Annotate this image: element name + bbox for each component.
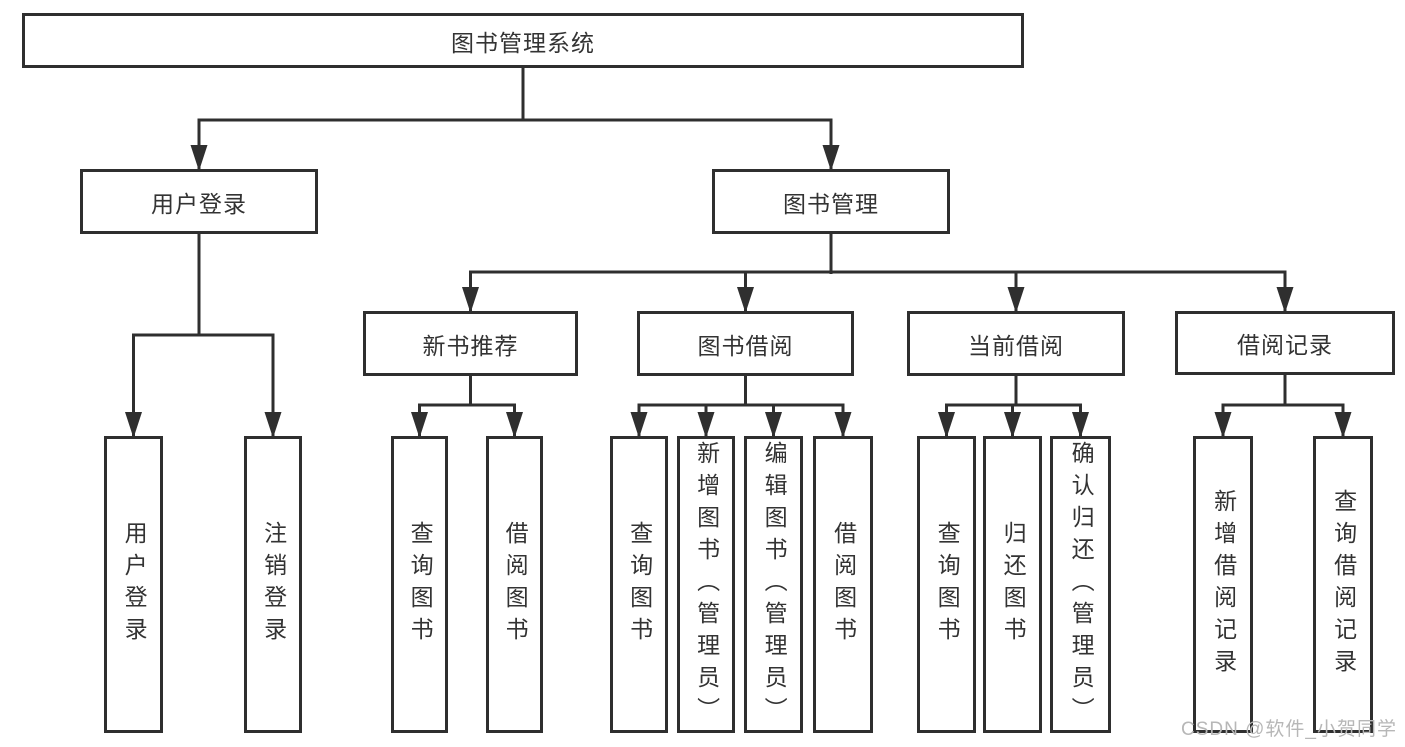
node-label: 查询图书 bbox=[407, 520, 434, 649]
node-label: 查询图书 bbox=[626, 520, 653, 649]
node-label: 新增借阅记录 bbox=[1210, 488, 1237, 681]
node-label: 新增图书（管理员） bbox=[693, 440, 720, 729]
node-label: 编辑图书（管理员） bbox=[761, 440, 788, 729]
node-label: 借阅图书 bbox=[830, 520, 857, 649]
node-new-book-recommendation: 新书推荐 bbox=[363, 311, 578, 376]
node-query-books-current: 查询图书 bbox=[917, 436, 976, 733]
node-label: 确认归还（管理员） bbox=[1068, 440, 1095, 729]
node-edit-books-admin: 编辑图书（管理员） bbox=[744, 436, 803, 733]
watermark-text: CSDN @软件_小贺同学 bbox=[1181, 719, 1397, 740]
node-return-books: 归还图书 bbox=[983, 436, 1042, 733]
node-user-login: 用户登录 bbox=[80, 169, 318, 234]
node-add-borrow-record: 新增借阅记录 bbox=[1193, 436, 1253, 733]
node-borrow-books-leaf: 借阅图书 bbox=[813, 436, 873, 733]
node-query-books-recommend: 查询图书 bbox=[391, 436, 448, 733]
node-label: 查询借阅记录 bbox=[1330, 488, 1357, 681]
node-label: 用户登录 bbox=[121, 520, 148, 649]
node-confirm-return-admin: 确认归还（管理员） bbox=[1050, 436, 1111, 733]
node-query-borrow-record: 查询借阅记录 bbox=[1313, 436, 1373, 733]
node-borrowing-records: 借阅记录 bbox=[1175, 311, 1395, 375]
node-user-login-leaf: 用户登录 bbox=[104, 436, 163, 733]
node-current-borrowing: 当前借阅 bbox=[907, 311, 1125, 376]
node-label: 借阅图书 bbox=[502, 520, 529, 649]
node-library-management-system: 图书管理系统 bbox=[22, 13, 1024, 68]
node-label: 注销登录 bbox=[260, 520, 287, 649]
node-label: 查询图书 bbox=[934, 520, 961, 649]
node-add-books-admin: 新增图书（管理员） bbox=[677, 436, 735, 733]
node-query-books-borrowing: 查询图书 bbox=[610, 436, 668, 733]
node-book-borrowing: 图书借阅 bbox=[637, 311, 854, 376]
node-label: 归还图书 bbox=[1000, 520, 1027, 649]
node-borrow-books-recommend: 借阅图书 bbox=[486, 436, 543, 733]
node-logout: 注销登录 bbox=[244, 436, 302, 733]
node-book-management: 图书管理 bbox=[712, 169, 950, 234]
